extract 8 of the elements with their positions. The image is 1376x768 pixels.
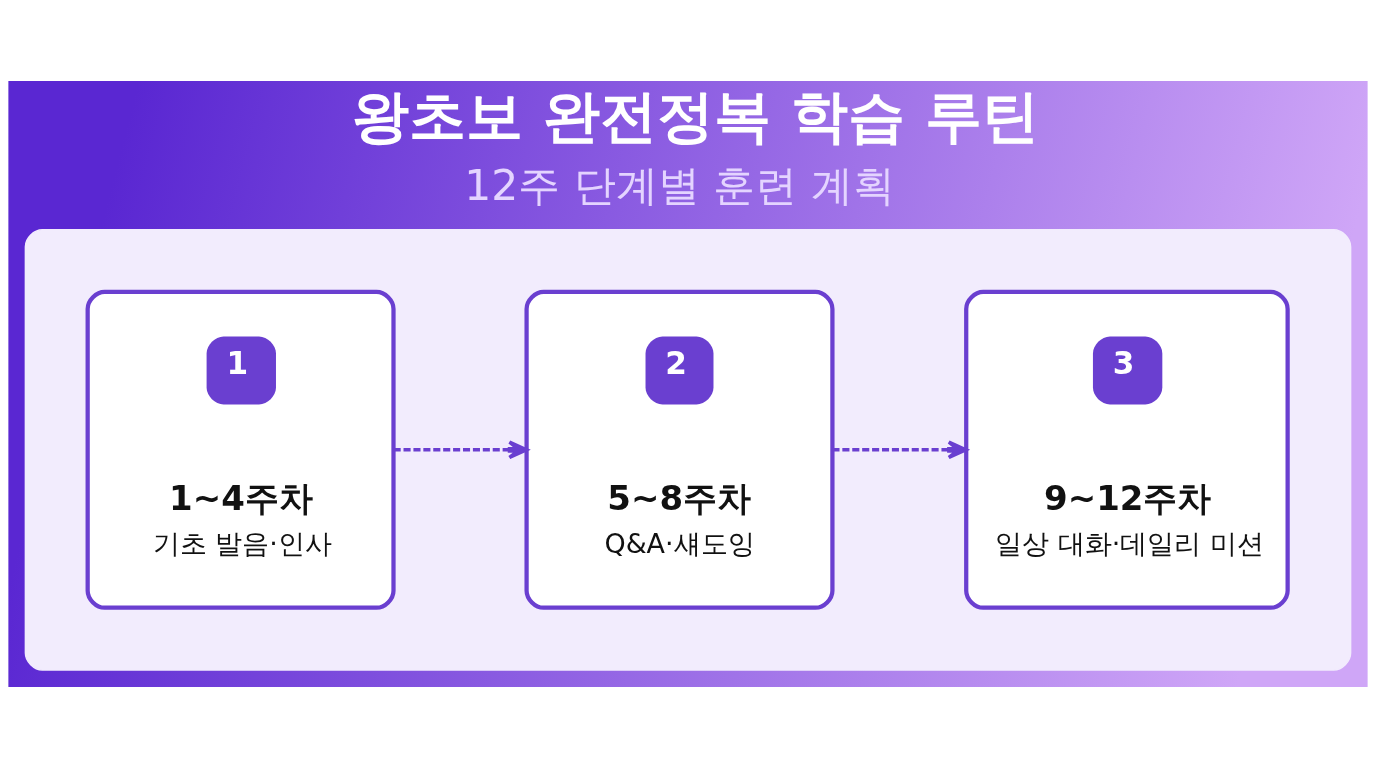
cluster <box>24 228 1352 671</box>
arrow <box>393 440 529 460</box>
node-box: 1 1~4주차 기초 발음·인사 <box>85 289 396 610</box>
node-box: 2 5~8주차 Q&A·섀도잉 <box>524 289 835 610</box>
node-box: 3 9~12주차 일상 대화·데일리 미션 <box>964 289 1290 610</box>
arrow <box>832 440 968 460</box>
diagram-title: 왕초보 완전정복 학습 루틴 <box>352 83 1039 150</box>
label: 12주 단계별 훈련 계획 <box>464 160 895 210</box>
